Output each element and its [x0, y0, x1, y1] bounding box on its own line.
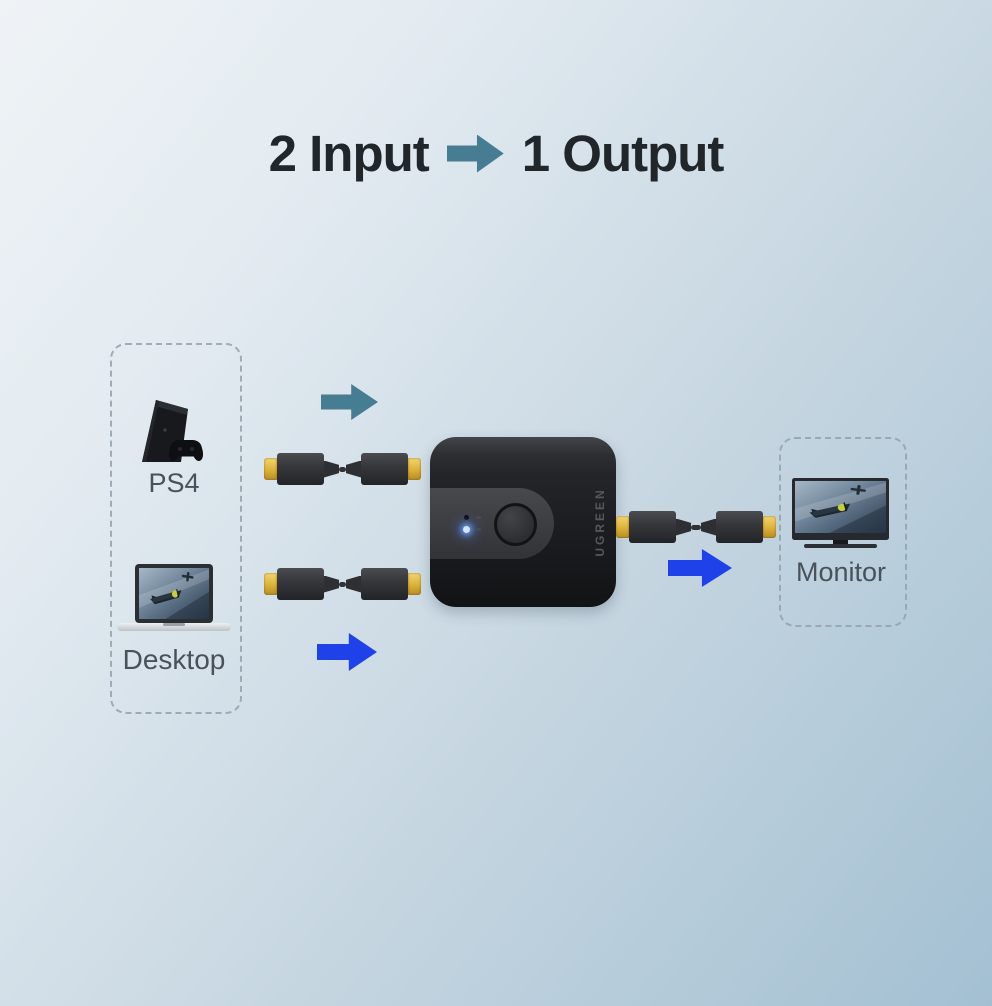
hdmi-plug [277, 453, 324, 485]
hdmi-connector-gold-tip [264, 458, 277, 480]
hdmi-cable-input-2 [264, 566, 421, 602]
port-1-mark [476, 516, 481, 519]
hdmi-plug [716, 511, 763, 543]
cable-strain-relief [324, 575, 339, 593]
output-flow-arrow-blue-icon [668, 549, 732, 587]
input-devices-box [110, 343, 242, 714]
output-device-box [779, 437, 907, 627]
cable-strain-relief [324, 460, 339, 478]
right-arrow-icon [446, 134, 504, 173]
cable-strain-relief [346, 575, 361, 593]
hdmi-switch-device: UGREEN [430, 437, 616, 607]
hdmi-plug [629, 511, 676, 543]
hdmi-plug [361, 453, 408, 485]
desktop-label: Desktop [122, 644, 226, 675]
title-input-count: 2 Input [268, 125, 430, 182]
title-output-count: 1 Output [521, 125, 725, 182]
input1-led-active [463, 526, 470, 533]
input-flow-arrow-blue-icon [317, 633, 377, 671]
cable-strain-relief [701, 518, 716, 536]
monitor-label: Monitor [795, 557, 887, 587]
source-select-button [494, 503, 537, 546]
monitor-icon [792, 478, 889, 548]
hdmi-connector-gold-tip [763, 516, 776, 538]
cable-cord [339, 581, 346, 587]
brand-label: UGREEN [593, 487, 607, 557]
page-title: 2 Input 1 Output [0, 128, 992, 179]
hdmi-cable-input-1 [264, 451, 421, 487]
hdmi-connector-gold-tip [408, 458, 421, 480]
hdmi-plug [277, 568, 324, 600]
cable-cord [691, 524, 701, 530]
port-2-mark [476, 528, 481, 531]
hdmi-connector-gold-tip [264, 573, 277, 595]
cable-strain-relief [676, 518, 691, 536]
hdmi-cable-output [616, 509, 776, 545]
laptop-icon [117, 564, 231, 631]
cable-strain-relief [346, 460, 361, 478]
cable-cord [339, 466, 346, 472]
ps4-label: PS4 [148, 468, 200, 498]
input-flow-arrow-teal-icon [321, 384, 378, 420]
hdmi-connector-gold-tip [616, 516, 629, 538]
ps4-console-icon [142, 400, 204, 462]
hdmi-connector-gold-tip [408, 573, 421, 595]
hdmi-plug [361, 568, 408, 600]
input2-led [464, 515, 469, 520]
